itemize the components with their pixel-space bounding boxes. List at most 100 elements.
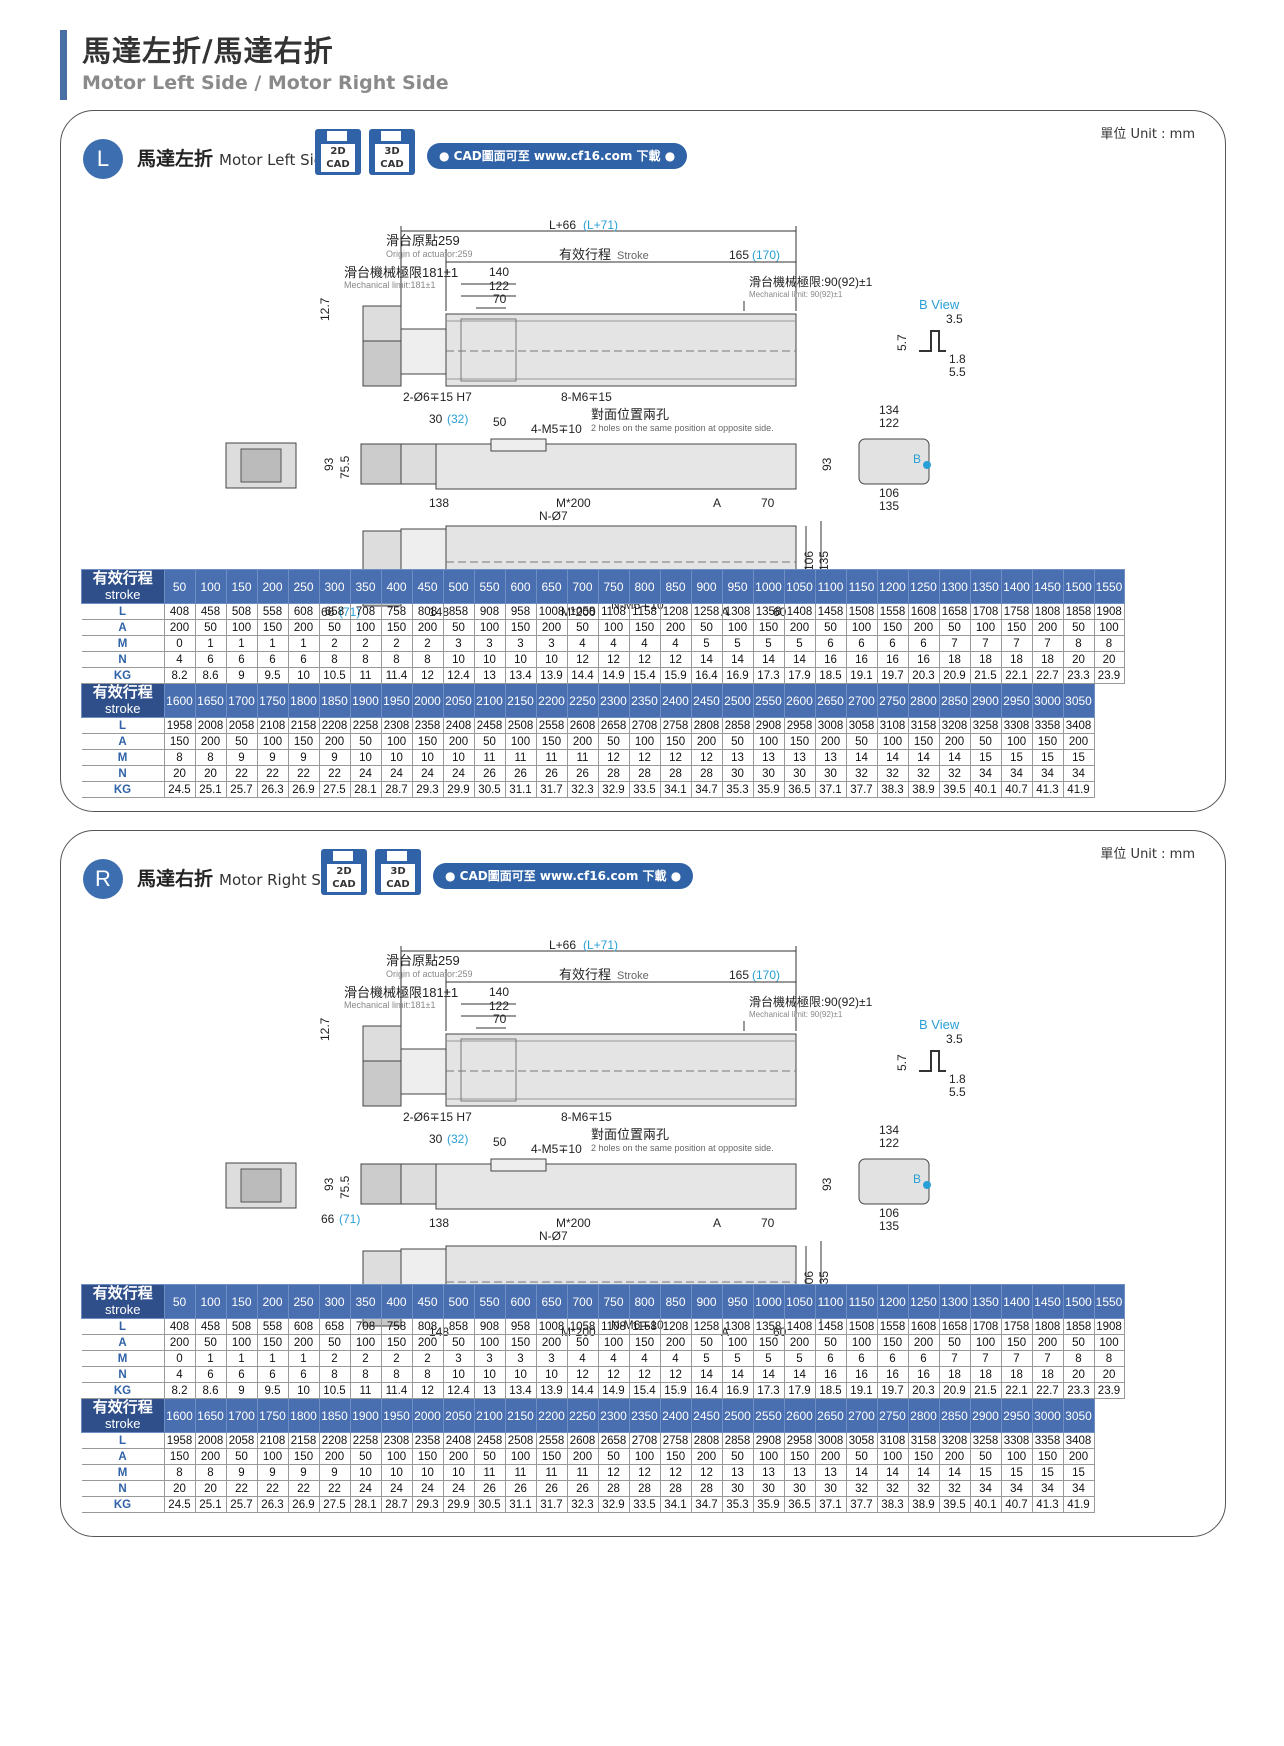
table-cell: 18 bbox=[1000, 651, 1033, 668]
table-cell: 13 bbox=[721, 1464, 754, 1481]
svg-text:(32): (32) bbox=[447, 412, 468, 426]
table-cell: 34 bbox=[1062, 765, 1095, 782]
table-cell: 3 bbox=[504, 1350, 537, 1367]
table-cell: 1558 bbox=[876, 1318, 909, 1335]
table-cell: 200 bbox=[659, 1334, 692, 1351]
table-cell: 408 bbox=[163, 1318, 196, 1335]
table-cell: 24.5 bbox=[163, 1496, 196, 1513]
table-cell: 30 bbox=[814, 1480, 847, 1497]
row-header: M bbox=[81, 1350, 165, 1367]
table-cell: 3358 bbox=[1031, 1432, 1064, 1449]
stroke-value-cell: 2400 bbox=[659, 1398, 692, 1433]
table-cell: 14 bbox=[721, 651, 754, 668]
svg-text:8-M6∓15: 8-M6∓15 bbox=[561, 1110, 612, 1124]
table-cell: 150 bbox=[1000, 1334, 1033, 1351]
stroke-value-cell: 2250 bbox=[566, 683, 599, 718]
svg-text:138: 138 bbox=[429, 1216, 449, 1230]
table-cell: 3058 bbox=[845, 717, 878, 734]
table-cell: 1608 bbox=[907, 603, 940, 620]
table-cell: 29.9 bbox=[442, 781, 475, 798]
table-cell: 22 bbox=[318, 765, 351, 782]
table-cell: 1358 bbox=[752, 1318, 785, 1335]
svg-text:140: 140 bbox=[489, 265, 509, 279]
table-cell: 21.5 bbox=[969, 667, 1002, 684]
svg-text:(L+71): (L+71) bbox=[583, 938, 618, 952]
stroke-value-cell: 850 bbox=[659, 1284, 692, 1319]
table-cell: 4 bbox=[566, 1350, 599, 1367]
table-cell: 2708 bbox=[628, 1432, 661, 1449]
table-cell: 8.2 bbox=[163, 1382, 196, 1399]
table-cell: 150 bbox=[783, 1448, 816, 1465]
stroke-value-cell: 1600 bbox=[163, 1398, 196, 1433]
table-cell: 150 bbox=[907, 1448, 940, 1465]
table-cell: 24 bbox=[442, 1480, 475, 1497]
table-cell: 30.5 bbox=[473, 1496, 506, 1513]
table-cell: 26 bbox=[473, 1480, 506, 1497]
table-cell: 11 bbox=[504, 749, 537, 766]
svg-text:5.5: 5.5 bbox=[949, 365, 966, 379]
table-cell: 958 bbox=[504, 603, 537, 620]
table-cell: 2108 bbox=[256, 1432, 289, 1449]
table-cell: 8 bbox=[380, 651, 413, 668]
table-cell: 10 bbox=[287, 667, 320, 684]
table-cell: 2058 bbox=[225, 1432, 258, 1449]
svg-text:122: 122 bbox=[489, 279, 509, 293]
table-cell: 100 bbox=[349, 619, 382, 636]
table-cell: 1258 bbox=[690, 1318, 723, 1335]
table-cell: 9 bbox=[225, 749, 258, 766]
svg-text:50: 50 bbox=[493, 415, 507, 429]
table-cell: 41.9 bbox=[1062, 1496, 1095, 1513]
svg-text:135: 135 bbox=[879, 499, 899, 513]
table-cell: 10 bbox=[411, 1464, 444, 1481]
stroke-value-cell: 1300 bbox=[938, 569, 971, 604]
stroke-value-cell: 1200 bbox=[876, 569, 909, 604]
table-cell: 2408 bbox=[442, 717, 475, 734]
row-header: L bbox=[81, 717, 165, 734]
table-cell: 13.9 bbox=[535, 1382, 568, 1399]
table-cell: 2808 bbox=[690, 717, 723, 734]
table-cell: 12 bbox=[628, 749, 661, 766]
cad-download-link[interactable]: ● CAD圖面可至 www.cf16.com 下載 ● bbox=[427, 143, 688, 169]
row-header: N bbox=[81, 765, 165, 782]
table-cell: 100 bbox=[473, 619, 506, 636]
stroke-value-cell: 1750 bbox=[256, 683, 289, 718]
stroke-value-cell: 950 bbox=[721, 569, 754, 604]
svg-text:106: 106 bbox=[802, 551, 816, 571]
table-cell: 200 bbox=[783, 1334, 816, 1351]
svg-text:2-Ø6∓15 H7: 2-Ø6∓15 H7 bbox=[403, 1110, 472, 1124]
table-cell: 50 bbox=[690, 1334, 723, 1351]
table-cell: 28.7 bbox=[380, 781, 413, 798]
table-cell: 10 bbox=[411, 749, 444, 766]
stroke-value-cell: 1100 bbox=[814, 1284, 847, 1319]
svg-text:2 holes on the same position a: 2 holes on the same position at opposite… bbox=[591, 423, 774, 433]
stroke-value-cell: 50 bbox=[163, 1284, 196, 1319]
table-cell: 1908 bbox=[1093, 1318, 1125, 1335]
table-cell: 23.9 bbox=[1093, 1382, 1125, 1399]
stroke-value-cell: 2200 bbox=[535, 683, 568, 718]
table-cell: 38.3 bbox=[876, 781, 909, 798]
table-cell: 50 bbox=[194, 619, 227, 636]
table-cell: 1108 bbox=[597, 603, 630, 620]
svg-text:70: 70 bbox=[761, 496, 775, 510]
cad-download-link[interactable]: ● CAD圖面可至 www.cf16.com 下載 ● bbox=[433, 863, 694, 889]
table-cell: 8 bbox=[1062, 1350, 1095, 1367]
table-cell: 13 bbox=[473, 1382, 506, 1399]
stroke-value-cell: 600 bbox=[504, 1284, 537, 1319]
table-cell: 1208 bbox=[659, 603, 692, 620]
table-cell: 33.5 bbox=[628, 781, 661, 798]
table-cell: 30.5 bbox=[473, 781, 506, 798]
table-cell: 29.3 bbox=[411, 1496, 444, 1513]
table-cell: 12 bbox=[597, 749, 630, 766]
table-cell: 200 bbox=[287, 619, 320, 636]
table-cell: 1308 bbox=[721, 603, 754, 620]
